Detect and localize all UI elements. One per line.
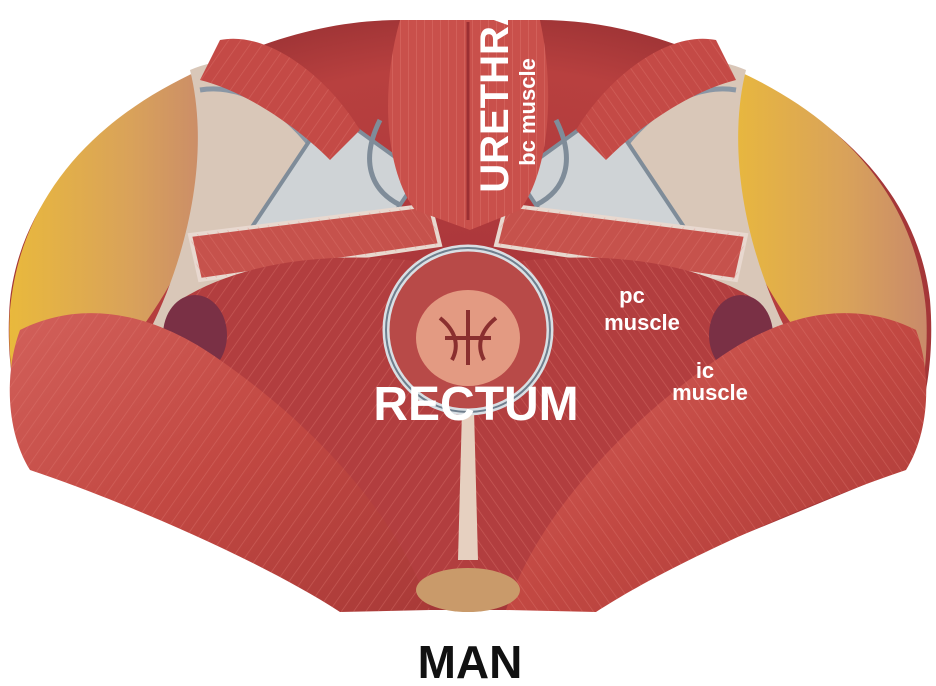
urethra-label: URETHRA (473, 0, 517, 193)
pc-muscle-label-line2: muscle (604, 310, 680, 335)
caption: MAN (418, 636, 523, 686)
pc-muscle-label-line1: pc (619, 283, 645, 308)
bc-muscle-label: bc muscle (515, 58, 540, 166)
ic-muscle-label-line2: muscle (672, 380, 748, 405)
rectum-label: RECTUM (373, 378, 578, 431)
